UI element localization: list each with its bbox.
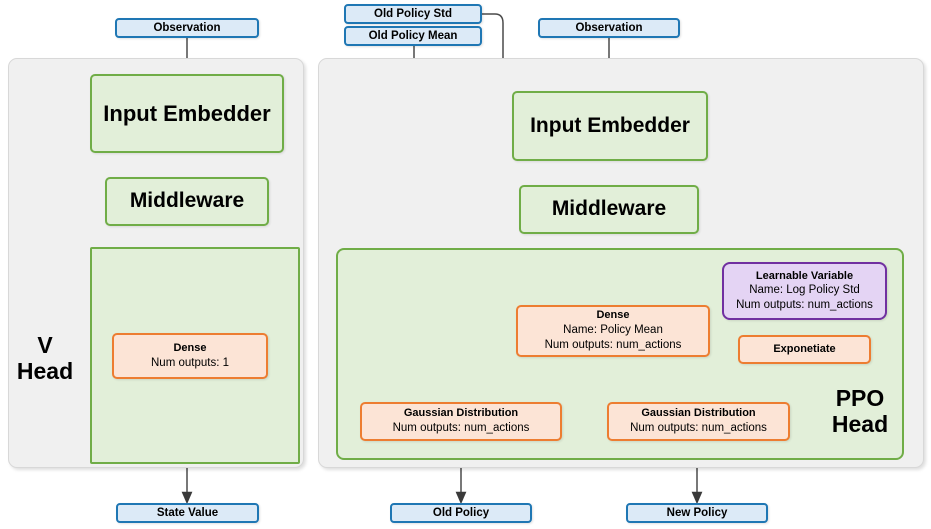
exponetiate-box[interactable]: Exponetiate bbox=[738, 335, 871, 364]
output-old-policy[interactable]: Old Policy bbox=[390, 503, 532, 523]
v-input-embedder-label: Input Embedder bbox=[103, 100, 271, 126]
learnable-variable-line3: Num outputs: num_actions bbox=[736, 299, 873, 312]
gaussian-new-line1: Gaussian Distribution bbox=[641, 407, 756, 420]
gaussian-new-line2: Num outputs: num_actions bbox=[630, 422, 767, 435]
ppo-input-embedder-label: Input Embedder bbox=[530, 113, 690, 137]
ppo-dense-line3: Num outputs: num_actions bbox=[544, 339, 682, 352]
ppo-input-embedder-box[interactable]: Input Embedder bbox=[512, 91, 708, 161]
ppo-dense-box[interactable]: Dense Name: Policy Mean Num outputs: num… bbox=[516, 305, 710, 357]
gaussian-distribution-new-box[interactable]: Gaussian Distribution Num outputs: num_a… bbox=[607, 402, 790, 441]
input-old-policy-mean[interactable]: Old Policy Mean bbox=[344, 26, 482, 46]
ppo-head-label-line1: PPO bbox=[835, 385, 885, 411]
input-observation-ppo[interactable]: Observation bbox=[538, 18, 680, 38]
v-middleware-box[interactable]: Middleware bbox=[105, 177, 269, 226]
ppo-dense-line1: Dense bbox=[596, 309, 630, 322]
learnable-variable-box[interactable]: Learnable Variable Name: Log Policy Std … bbox=[722, 262, 887, 320]
v-head-label-line1: V bbox=[37, 332, 53, 358]
output-state-value[interactable]: State Value bbox=[116, 503, 259, 523]
input-old-policy-std[interactable]: Old Policy Std bbox=[344, 4, 482, 24]
learnable-variable-line2: Name: Log Policy Std bbox=[749, 284, 860, 297]
input-observation-v[interactable]: Observation bbox=[115, 18, 259, 38]
ppo-head-label-line2: Head bbox=[831, 410, 889, 437]
v-dense-line2: Num outputs: 1 bbox=[151, 356, 229, 369]
v-dense-box[interactable]: Dense Num outputs: 1 bbox=[112, 333, 268, 379]
output-new-policy[interactable]: New Policy bbox=[626, 503, 768, 523]
v-head-label-line2: Head bbox=[16, 357, 74, 384]
v-middleware-label: Middleware bbox=[129, 189, 245, 213]
v-input-embedder-box[interactable]: Input Embedder bbox=[90, 74, 284, 153]
ppo-middleware-label: Middleware bbox=[551, 197, 667, 221]
learnable-variable-line1: Learnable Variable bbox=[755, 269, 854, 282]
gaussian-old-line1: Gaussian Distribution bbox=[403, 407, 519, 420]
ppo-middleware-box[interactable]: Middleware bbox=[519, 185, 699, 234]
exponetiate-label: Exponetiate bbox=[773, 343, 836, 356]
v-head-label: V Head bbox=[12, 332, 78, 385]
ppo-head-label: PPO Head bbox=[822, 385, 898, 438]
gaussian-old-line2: Num outputs: num_actions bbox=[392, 422, 530, 435]
ppo-dense-line2: Name: Policy Mean bbox=[563, 323, 663, 336]
gaussian-distribution-old-box[interactable]: Gaussian Distribution Num outputs: num_a… bbox=[360, 402, 562, 441]
v-dense-line1: Dense bbox=[173, 341, 207, 354]
